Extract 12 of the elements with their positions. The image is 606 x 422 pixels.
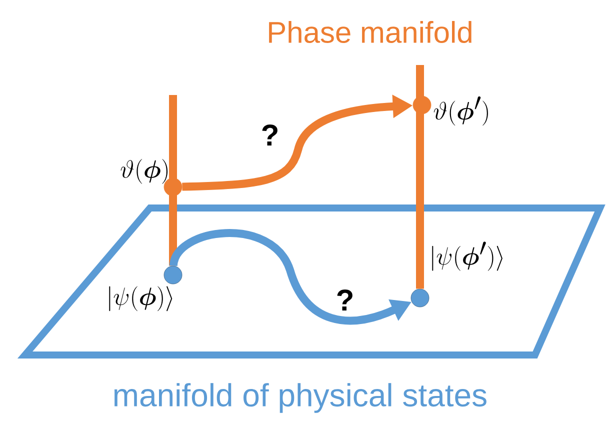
state-label: $\vartheta(\boldsymbol{\phi})$ [120, 158, 168, 184]
node-label: manifold of physical states [114, 383, 486, 413]
state-label: $\vartheta(\boldsymbol{\phi}')$ [434, 96, 488, 126]
fiber-line [416, 65, 424, 289]
dot [164, 266, 182, 284]
edge-label: ? [337, 290, 352, 310]
dot [410, 288, 430, 308]
edge-label: ? [262, 124, 278, 146]
title: Phase manifold [269, 20, 472, 44]
state-label: $|\psi(\boldsymbol{\phi})\rangle$ [109, 286, 172, 312]
fiber-line [169, 95, 177, 266]
state-label: $|\psi(\boldsymbol{\phi}')\rangle$ [432, 242, 502, 271]
